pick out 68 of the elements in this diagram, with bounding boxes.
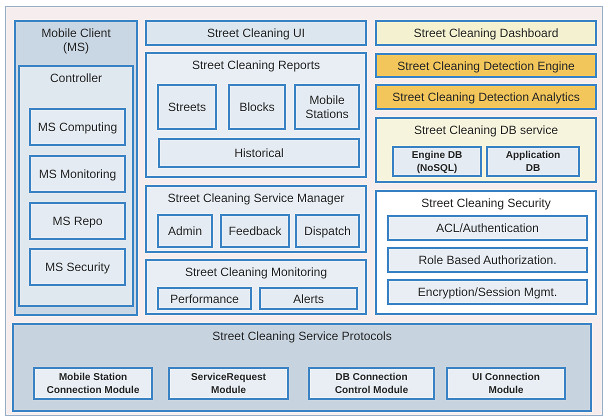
component-box [375, 20, 597, 46]
box-label: Street Cleaning Detection Engine [396, 58, 576, 72]
box-label: Mobile Station Connection Module [46, 370, 140, 396]
box-label: DB Connection Control Module [334, 370, 410, 396]
box-label: Dispatch [303, 224, 352, 238]
group-panel [12, 323, 592, 412]
component-box [29, 108, 126, 146]
box-label: Engine DB (NoSQL) [410, 148, 464, 174]
box-label: MS Repo [51, 214, 104, 228]
box-label: MS Monitoring [38, 167, 118, 181]
box-label: Role Based Authorization. [417, 253, 558, 267]
group-panel [145, 185, 367, 253]
box-label: Street Cleaning Service Manager [166, 191, 346, 205]
component-box [158, 138, 360, 168]
box-label: Street Cleaning Monitoring [184, 265, 328, 279]
component-box [387, 215, 588, 241]
group-panel [375, 190, 597, 315]
component-box [294, 84, 360, 130]
group-panel [18, 65, 134, 307]
component-box [259, 287, 358, 310]
box-label: Mobile Stations [304, 93, 350, 121]
box-label: Encryption/Session Mgmt. [416, 285, 558, 299]
box-label: Street Cleaning Service Protocols [211, 329, 393, 343]
component-box [392, 146, 482, 177]
box-label: Street Cleaning Reports [190, 58, 322, 72]
component-box [29, 202, 126, 240]
group-panel [145, 259, 367, 315]
component-box [168, 367, 289, 400]
box-label: Controller [48, 71, 104, 85]
box-label: Mobile Client (MS) [40, 26, 112, 54]
component-box [228, 84, 286, 130]
box-label: Street Cleaning Security [420, 196, 552, 210]
box-label: Alerts [292, 292, 325, 306]
box-label: Performance [169, 292, 240, 306]
box-label: MS Computing [36, 120, 118, 134]
box-label: Admin [166, 224, 203, 238]
component-box [375, 53, 597, 78]
component-box [157, 84, 217, 130]
component-box [157, 287, 252, 310]
box-label: Street Cleaning UI [206, 26, 306, 40]
component-box [375, 84, 597, 110]
component-box [157, 214, 213, 248]
component-box [446, 367, 566, 400]
box-label: Historical [233, 146, 285, 160]
component-box [220, 214, 290, 248]
component-box [295, 214, 360, 248]
component-box [387, 247, 588, 273]
box-label: Application DB [504, 148, 562, 174]
component-box [486, 146, 580, 177]
component-box [33, 367, 153, 400]
component-box [308, 367, 435, 400]
box-label: ServiceRequest Module [190, 370, 268, 396]
box-label: ACL/Authentication [435, 221, 540, 235]
box-label: Streets [166, 100, 207, 114]
group-panel [145, 52, 367, 178]
box-label: MS Security [44, 260, 111, 274]
box-label: Street Cleaning DB service [412, 123, 560, 137]
group-panel [14, 20, 138, 316]
component-box [29, 248, 126, 286]
box-label: Street Cleaning Detection Analytics [391, 90, 581, 104]
component-box [145, 20, 367, 46]
component-box [387, 279, 588, 305]
box-label: UI Connection Module [471, 370, 541, 396]
component-box [29, 155, 126, 193]
box-label: Street Cleaning Dashboard [412, 26, 560, 40]
box-label: Blocks [238, 100, 276, 114]
group-panel [375, 117, 597, 183]
box-label: Feedback [228, 224, 282, 238]
